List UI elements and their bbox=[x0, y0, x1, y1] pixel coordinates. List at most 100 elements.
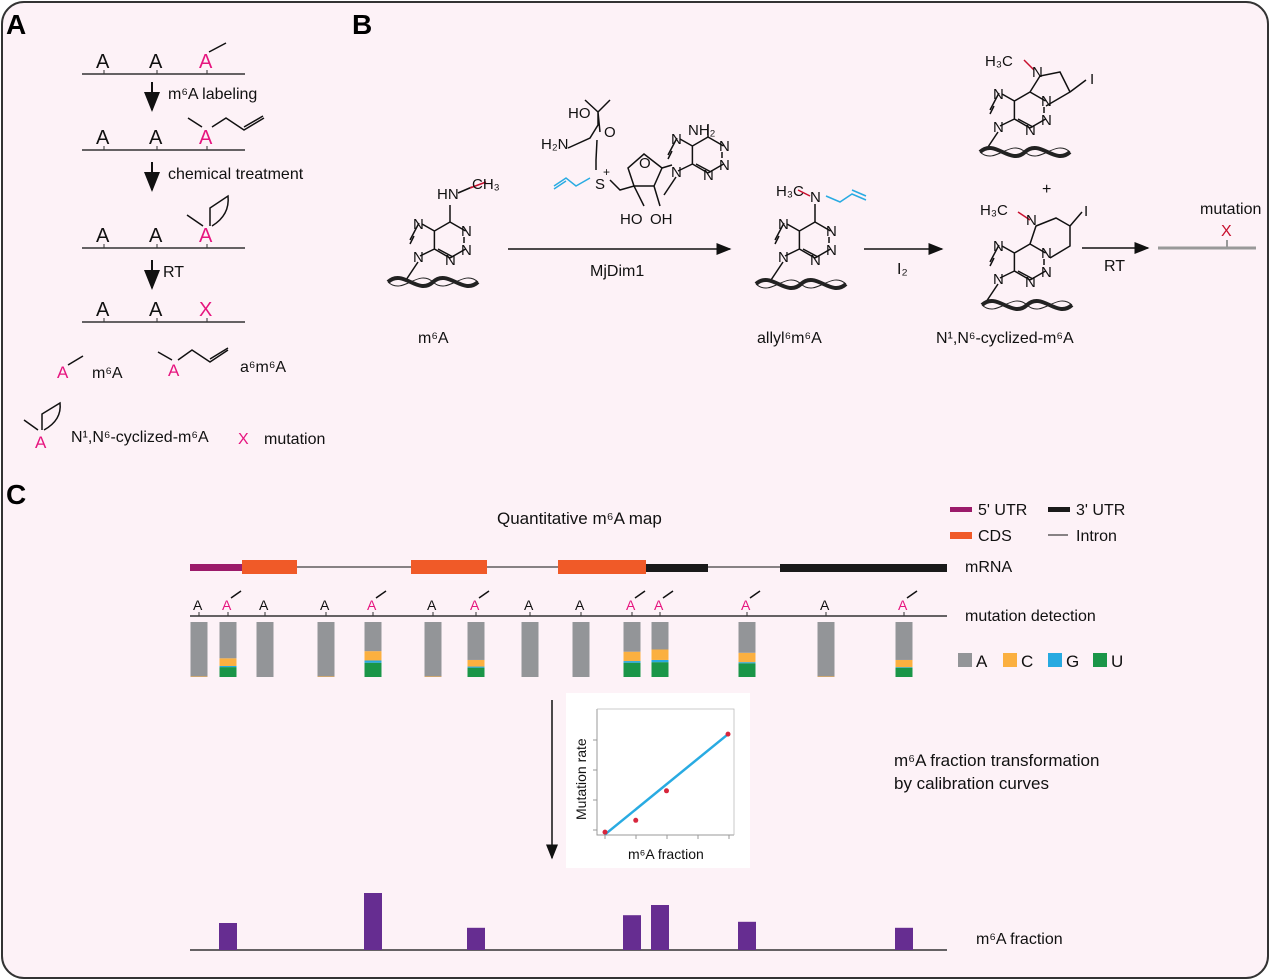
legend-methyl-mark bbox=[67, 355, 84, 366]
atom-iodine-2: I bbox=[1084, 203, 1088, 220]
bar-segment-G bbox=[623, 661, 641, 663]
atom-ho-2: HO bbox=[620, 211, 643, 228]
bar-segment-A bbox=[895, 622, 913, 660]
bar-segment-A bbox=[219, 622, 237, 659]
calibration-ylabel: Mutation rate bbox=[573, 738, 589, 820]
atom-h3c-3: H₃C bbox=[980, 202, 1008, 219]
atom-n6: N bbox=[810, 189, 821, 206]
bar-segment-C bbox=[817, 676, 835, 677]
site-methylated: A bbox=[364, 590, 387, 677]
atom-charge: + bbox=[603, 165, 610, 179]
bar-segment-C bbox=[895, 659, 913, 668]
panel-letter-a: A bbox=[6, 9, 26, 40]
calibration-frame bbox=[597, 708, 735, 835]
legend-utr5-label: 5' UTR bbox=[978, 502, 1027, 519]
modified-base: A bbox=[199, 51, 213, 73]
panel-b: HN CH₃ m⁶A HO O H₂N S + O HO OH NH₂ MjDi… bbox=[386, 53, 1261, 347]
atom-n-2: N bbox=[1026, 212, 1037, 229]
calibration-point bbox=[633, 817, 639, 823]
bar-segment-A bbox=[521, 622, 539, 677]
base-label: A bbox=[149, 51, 163, 73]
step-label: RT bbox=[163, 264, 184, 281]
atom-h2n: H₂N bbox=[541, 136, 569, 153]
bar-segment-A bbox=[817, 622, 835, 677]
fraction-bars bbox=[219, 893, 913, 950]
panel-letter-b: B bbox=[352, 9, 372, 40]
atom-ch3: CH₃ bbox=[472, 176, 500, 193]
atom-hn: HN bbox=[437, 186, 459, 203]
m6a-fraction-bar bbox=[651, 905, 669, 950]
site-base-label: A bbox=[820, 597, 830, 613]
atom-o: O bbox=[604, 124, 616, 141]
bar-segment-G bbox=[895, 667, 913, 668]
site-base-label: A bbox=[193, 597, 203, 613]
site-base-label: A bbox=[524, 597, 534, 613]
cyclized-mark bbox=[186, 194, 229, 227]
site-methylated: A bbox=[219, 590, 242, 677]
track-label-mrna: mRNA bbox=[965, 559, 1012, 576]
site: A bbox=[317, 597, 335, 677]
base-label: A bbox=[96, 127, 110, 149]
legend-cds-label: CDS bbox=[978, 528, 1012, 545]
allyl-mark bbox=[187, 115, 265, 131]
site-methyl-mark bbox=[375, 590, 387, 599]
legend-label-U: U bbox=[1111, 652, 1123, 671]
bar-segment-G bbox=[738, 662, 756, 664]
methyl-mark bbox=[208, 42, 227, 53]
legend-a6m6a-label: a⁶m⁶A bbox=[240, 359, 286, 376]
bar-segment-C bbox=[738, 652, 756, 663]
m6a-label: m⁶A bbox=[418, 330, 449, 347]
atom-nh2: NH₂ bbox=[688, 122, 716, 139]
cds-exon bbox=[411, 560, 487, 574]
bar-segment-A bbox=[623, 622, 641, 652]
legend-m6a-label: m⁶A bbox=[92, 365, 123, 382]
cds-exon bbox=[558, 560, 646, 574]
step-label: chemical treatment bbox=[168, 166, 304, 183]
legend-swatch-U bbox=[1093, 653, 1107, 667]
legend-m6a-glyph: A bbox=[57, 363, 69, 382]
atom-oh: OH bbox=[650, 211, 673, 228]
site-base-label: A bbox=[654, 597, 664, 613]
site-base-label: A bbox=[898, 597, 908, 613]
m6a-fraction-bar bbox=[364, 893, 382, 950]
legend-label-C: C bbox=[1021, 652, 1033, 671]
modified-base: X bbox=[199, 299, 212, 321]
track-label-fraction: m⁶A fraction bbox=[976, 931, 1063, 948]
legend-swatch-C bbox=[1003, 653, 1017, 667]
site-methylated: A bbox=[651, 590, 674, 677]
bar-segment-A bbox=[467, 622, 485, 660]
site: A bbox=[817, 597, 835, 677]
site-base-label: A bbox=[367, 597, 377, 613]
bar-segment-C bbox=[467, 659, 485, 667]
calibration-xlabel: m⁶A fraction bbox=[628, 846, 704, 862]
site-methyl-mark bbox=[478, 590, 490, 599]
legend-intron-label: Intron bbox=[1076, 528, 1117, 545]
legend-utr5-swatch bbox=[950, 507, 972, 512]
base-label: A bbox=[96, 225, 110, 247]
site-base-label: A bbox=[741, 597, 751, 613]
m6a-fraction-bar bbox=[895, 927, 913, 950]
bar-segment-U bbox=[364, 662, 382, 677]
site: A bbox=[572, 597, 590, 677]
m6a-fraction-bar bbox=[219, 923, 237, 950]
calibration-axes bbox=[596, 709, 734, 836]
reagent-label: I₂ bbox=[897, 261, 908, 278]
step-label: m⁶A labeling bbox=[168, 86, 257, 103]
bar-segment-U bbox=[895, 667, 913, 677]
bar-segment-A bbox=[364, 622, 382, 652]
track-label-mutation: mutation detection bbox=[965, 608, 1096, 625]
site-methylated: A bbox=[623, 590, 646, 677]
base-label: A bbox=[149, 299, 163, 321]
calibration-point bbox=[664, 788, 669, 794]
transform-text-line2: by calibration curves bbox=[894, 774, 1049, 793]
allyl-m6a-label: allyl⁶m⁶A bbox=[757, 330, 822, 347]
utr3-block bbox=[646, 564, 708, 572]
bar-segment-G bbox=[651, 659, 669, 663]
site: A bbox=[190, 597, 208, 677]
bar-segment-G bbox=[467, 666, 485, 668]
legend-mutation-mark: X bbox=[238, 431, 249, 448]
legend-swatch-G bbox=[1048, 653, 1062, 667]
bar-segment-G bbox=[219, 666, 237, 668]
